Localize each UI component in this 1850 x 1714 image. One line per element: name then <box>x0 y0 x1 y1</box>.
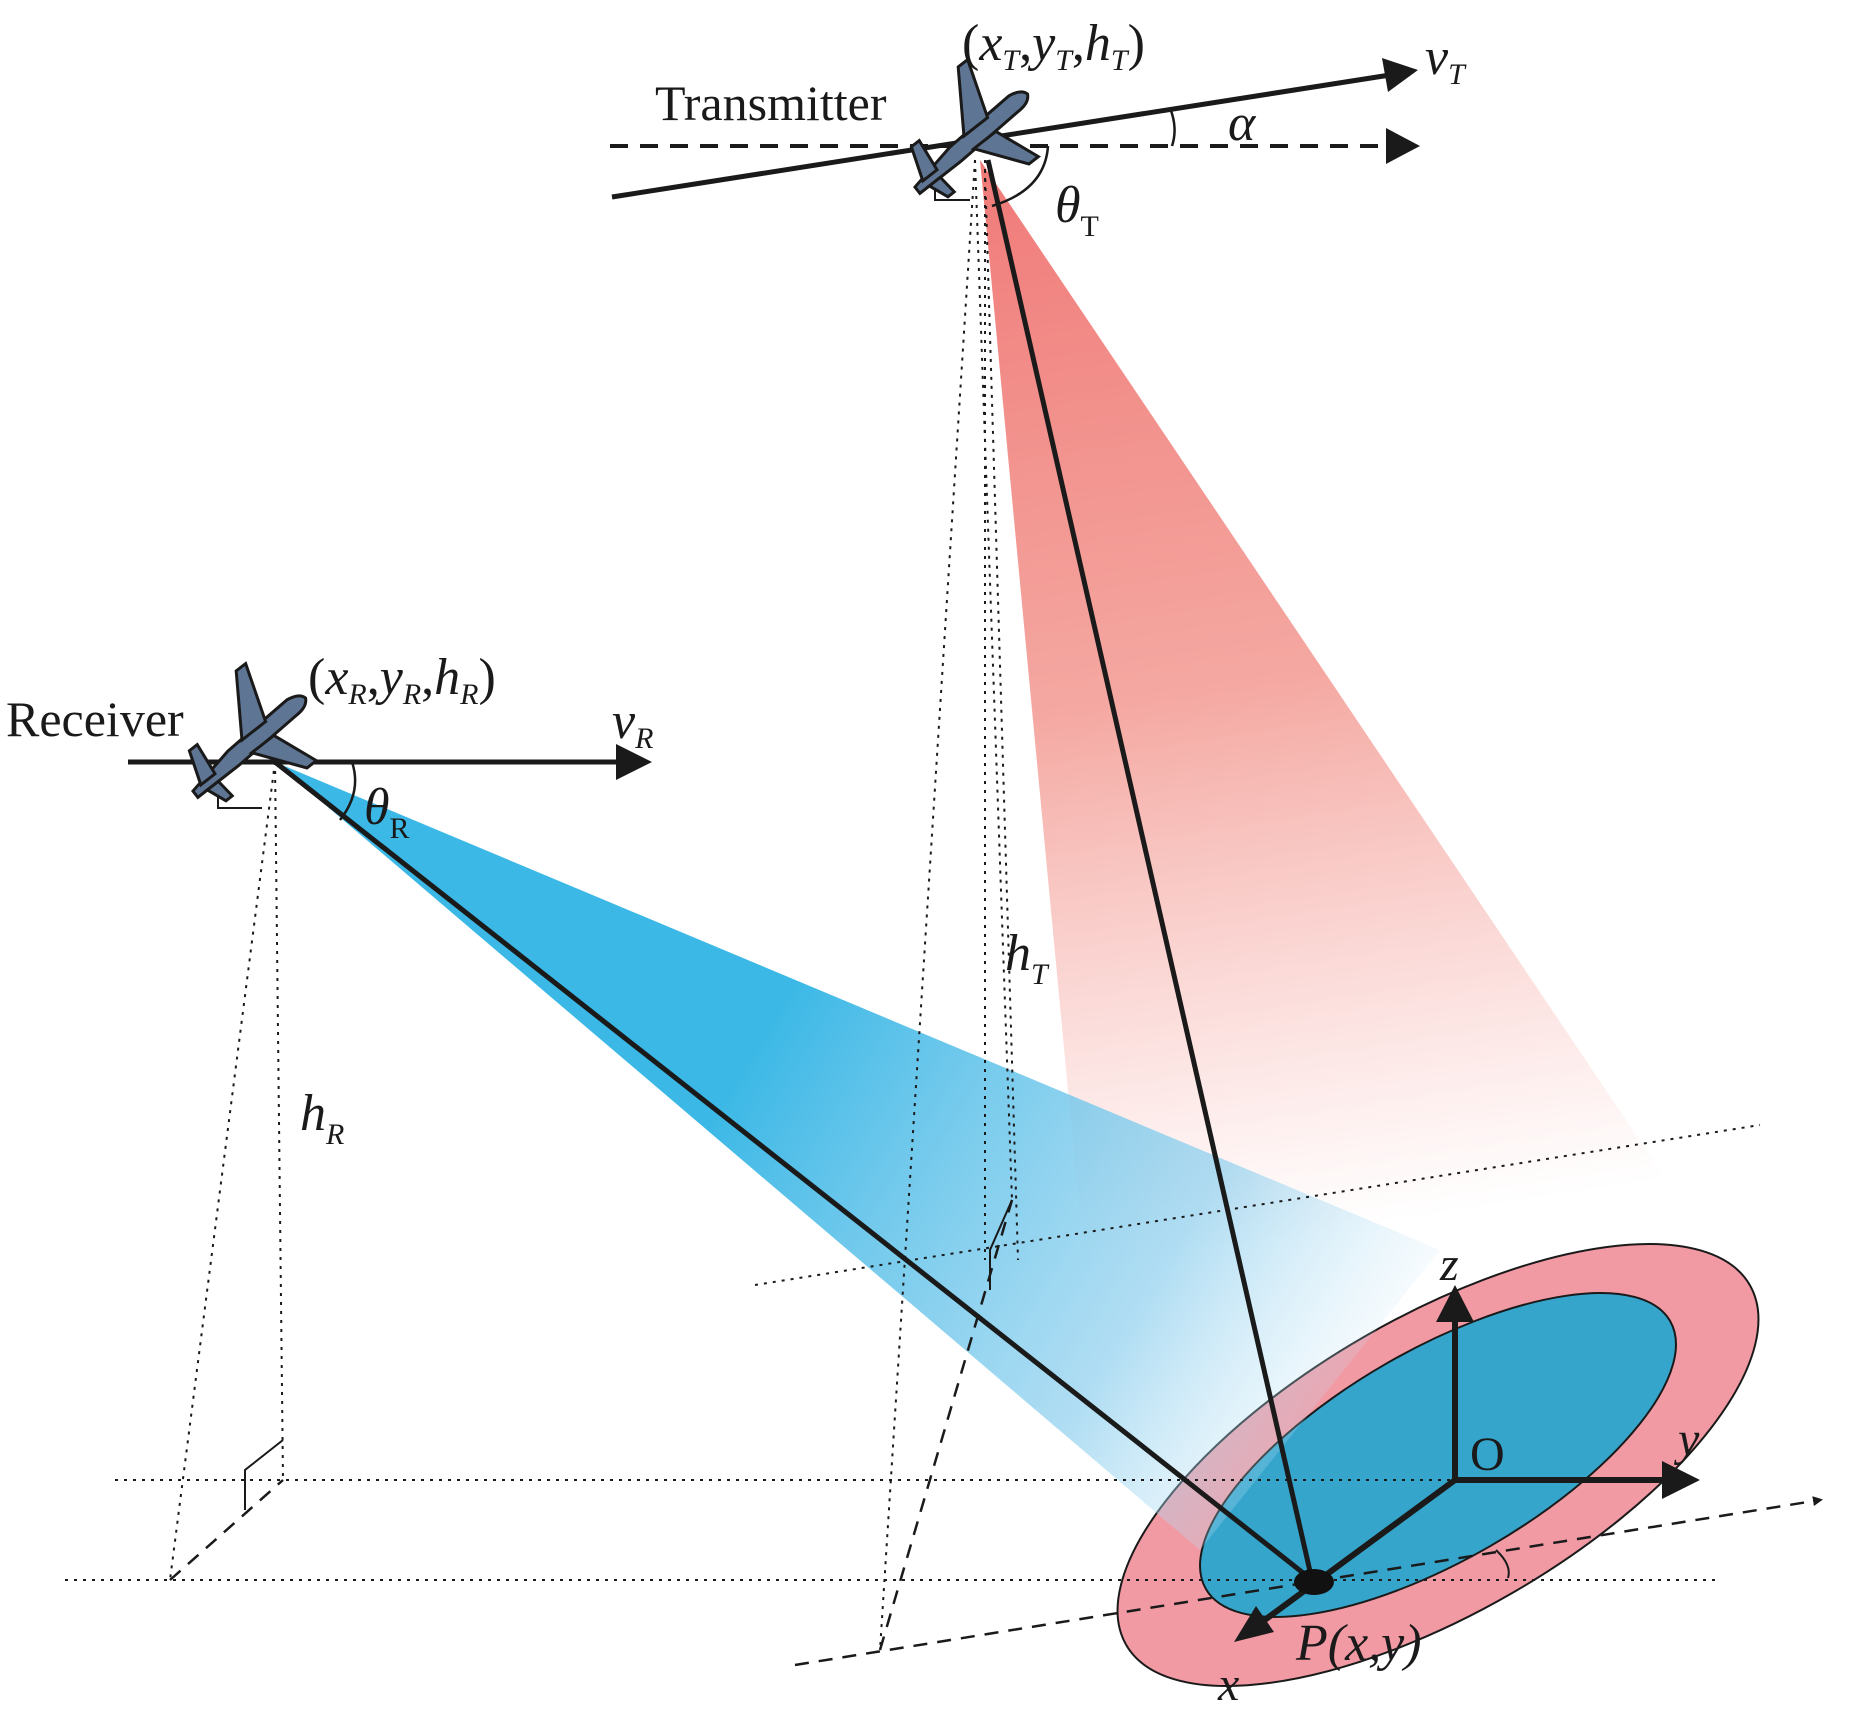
origin-label: O <box>1470 1428 1505 1481</box>
transmitter-velocity-label: vT <box>1425 29 1467 91</box>
target-point-label: P(x,y) <box>1295 1615 1422 1672</box>
receiver-angle-label: θR <box>364 779 410 845</box>
transmitter-coordinates: (xT,yT,hT) <box>962 15 1145 77</box>
airplane-icon <box>909 57 1042 199</box>
x-axis-label: x <box>1217 1658 1239 1711</box>
ground-angle-arc <box>1495 1549 1510 1579</box>
receiver-label: Receiver <box>6 691 184 747</box>
transmitter-velocity-arrow <box>1382 58 1418 92</box>
transmitter-label: Transmitter <box>655 75 887 131</box>
right-angle-marks <box>217 180 1013 1510</box>
transmitter-reference-arrow <box>1386 128 1420 164</box>
transmit-beam <box>980 160 1700 1270</box>
theta-t-angle-arc <box>991 145 1050 208</box>
local-coordinate-axes <box>1234 1285 1700 1642</box>
receiver-height-label: hR <box>300 1085 344 1151</box>
z-axis-label: z <box>1439 1238 1459 1291</box>
transmitter-angle-label: θT <box>1055 177 1099 243</box>
alpha-angle-arc <box>1168 107 1176 147</box>
airplane-icon <box>187 661 320 803</box>
receiver-velocity-arrow <box>616 744 652 780</box>
target-point <box>1294 1569 1334 1595</box>
receiver-slant-range <box>273 760 1314 1582</box>
transmitter-height-label: hT <box>1005 925 1050 991</box>
y-axis-label: y <box>1673 1413 1700 1466</box>
transmitter-slant-range <box>985 159 1315 1581</box>
receiver-velocity-label: vR <box>612 693 653 755</box>
inner-footprint-ellipse <box>1199 1292 1677 1618</box>
ground-reference-lines <box>65 1124 1761 1581</box>
receiver-coordinates: (xR,yR,hR) <box>308 649 496 711</box>
receive-beam <box>275 762 1440 1550</box>
projection-lines <box>169 159 1019 1651</box>
illuminated-footprint <box>1116 1243 1760 1687</box>
heading-angle-label: α <box>1228 95 1257 152</box>
